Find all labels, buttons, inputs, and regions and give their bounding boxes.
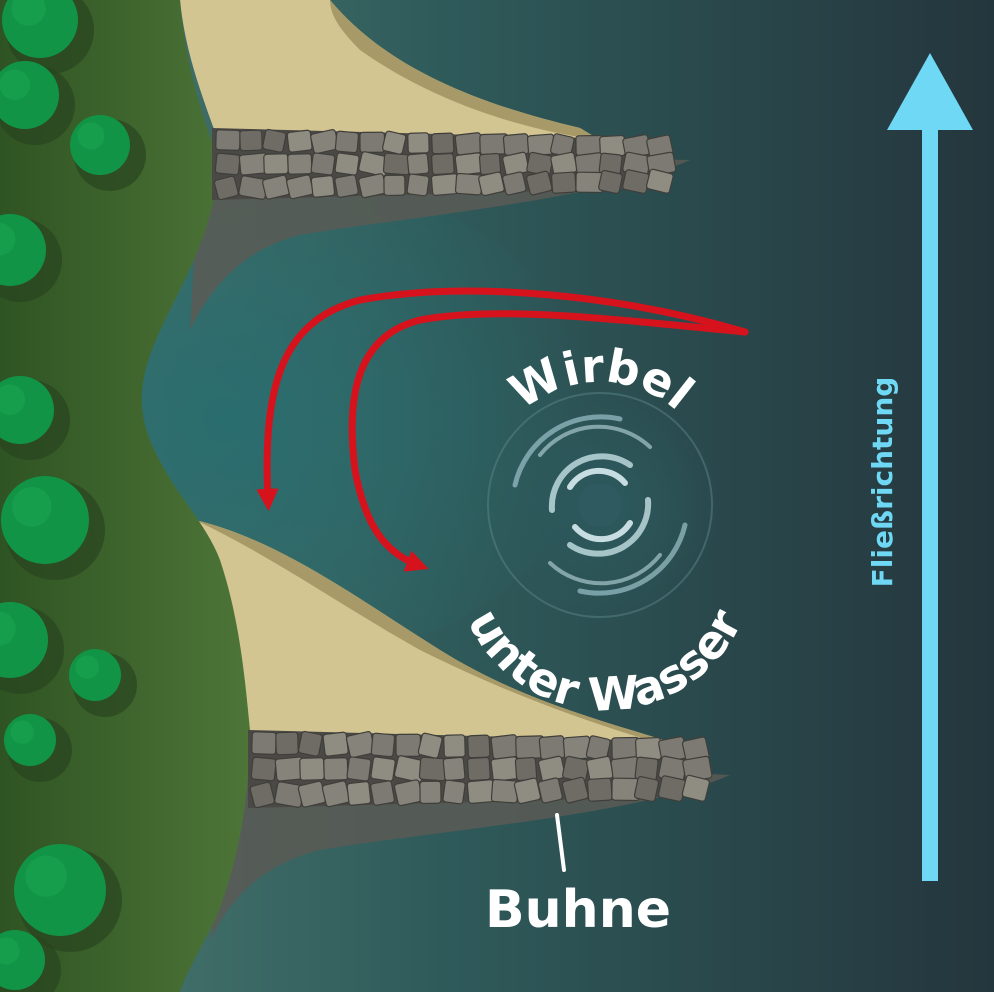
groyne-stone [442, 779, 466, 805]
groyne-stone [346, 781, 372, 806]
up-arrow-icon [887, 53, 973, 881]
groyne-stone [443, 734, 466, 758]
groyne-stone [263, 153, 289, 175]
groyne-stone [466, 756, 491, 782]
groyne-stone [299, 757, 325, 781]
groyne-stone [454, 132, 483, 156]
tree-highlight [0, 223, 16, 256]
groyne-stone [297, 730, 323, 757]
groyne-stone [346, 756, 372, 782]
whirlpool-icon [482, 387, 718, 623]
tree-highlight [77, 122, 105, 150]
groyne-stone [586, 777, 613, 802]
groyne-stone [382, 152, 412, 176]
tree-highlight [0, 937, 20, 965]
groyne-stone [381, 130, 407, 155]
groyne-stone [430, 173, 460, 197]
groyne-stone [287, 153, 313, 175]
groyne-stone [681, 774, 710, 802]
groyne-stone [525, 170, 553, 196]
groyne-stone [538, 735, 566, 760]
groyne-stone [406, 152, 430, 176]
groyne-stone [334, 130, 360, 154]
groyne-stone [249, 781, 276, 809]
lower-groyne [248, 730, 713, 809]
tree-highlight [0, 611, 16, 646]
groyne-stone [431, 152, 455, 176]
tree-highlight [0, 69, 31, 101]
groyne-stone [502, 133, 530, 156]
groyne-stone [286, 129, 313, 153]
groyne-stone [431, 132, 455, 155]
groyne-stone [310, 175, 336, 198]
tree-highlight [11, 0, 46, 26]
groyne-stone [323, 757, 349, 781]
groyne-stone [419, 780, 442, 805]
upper-groyne [212, 128, 677, 201]
groyne-stone [395, 733, 422, 757]
groyne-stone [657, 775, 687, 802]
groyne-stone [334, 152, 360, 176]
groyne-stone [407, 132, 430, 154]
groyne-stone [239, 129, 263, 152]
flow-direction-label: Fließrichtung [866, 377, 899, 588]
groyne-stone [262, 128, 287, 153]
tree-highlight [25, 855, 67, 897]
groyne-stone [478, 152, 502, 176]
groyne-stone [478, 171, 505, 197]
tree-highlight [0, 384, 26, 416]
sand-edge-bottom [195, 520, 680, 745]
groyne-stone [321, 780, 351, 808]
groyne-stone [393, 779, 424, 807]
groyne-stone [537, 777, 563, 804]
groyne-stone [490, 734, 519, 760]
groyne-stone [215, 129, 241, 151]
groyne-stone [297, 780, 327, 808]
groyne-pointer-line [555, 813, 566, 872]
groyne-stone [214, 152, 241, 176]
groyne-stone [490, 756, 520, 782]
groyne-stone [418, 756, 448, 782]
groyne-stone [322, 731, 349, 757]
groyne-stone [275, 731, 299, 756]
groyne-stone [359, 131, 386, 153]
groyne-label: Buhne [485, 880, 671, 940]
groyne-stone [442, 756, 466, 782]
groyne-stone [310, 152, 336, 176]
groyne-stone [598, 169, 623, 194]
groyne-stone [406, 173, 430, 197]
groyne-stone [633, 775, 660, 802]
groyne-stone [550, 171, 577, 194]
groyne-stone [454, 152, 484, 176]
groyne-stone [370, 780, 395, 806]
groyne-stone [370, 756, 396, 782]
groyne-stone [645, 168, 674, 194]
trees [0, 0, 146, 992]
groyne-stone [213, 175, 239, 201]
groyne-stone [417, 732, 443, 759]
groyne-stone [250, 756, 277, 782]
groyne-stone [251, 731, 277, 755]
groyne-stone [466, 779, 496, 805]
groyne-stone [345, 731, 376, 759]
tree-highlight [12, 487, 52, 527]
groyne-stone [513, 777, 542, 805]
groyne-stone [502, 171, 527, 196]
groyne-stone [561, 776, 589, 804]
tree-highlight [75, 655, 99, 679]
groyne-stone [467, 734, 491, 759]
current-arrow-inner [348, 310, 749, 572]
current-arrow-outer [256, 287, 749, 512]
groyne-stone [454, 172, 483, 196]
groyne-stone [383, 174, 406, 197]
tree-highlight [10, 720, 34, 744]
groyne-stone [370, 732, 396, 758]
groyne-stone [334, 174, 359, 198]
groyne-stone [622, 169, 650, 194]
groyne-stone [514, 756, 538, 782]
